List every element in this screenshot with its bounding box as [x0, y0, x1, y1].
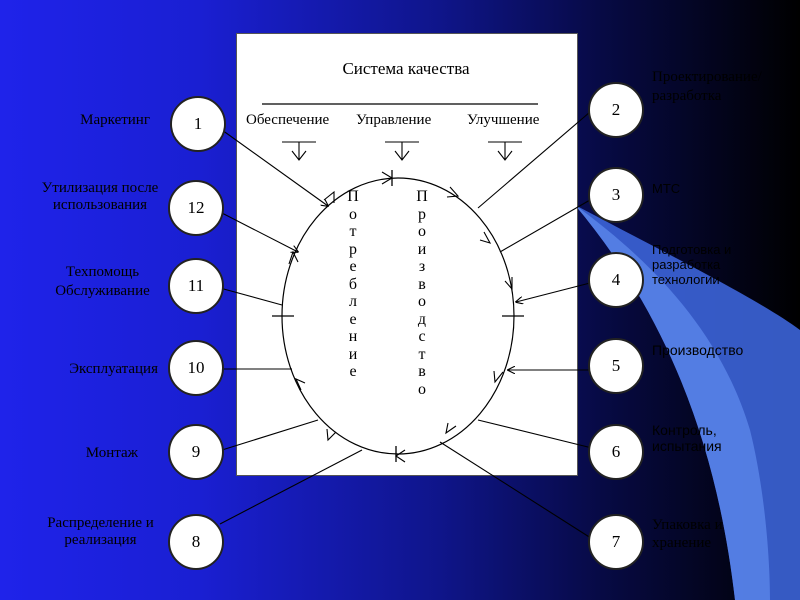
column-down-arrow	[385, 141, 419, 161]
connector-6	[477, 419, 593, 449]
column-down-arrow	[488, 141, 522, 161]
loop-arrowhead	[479, 231, 492, 244]
connector-4	[516, 282, 591, 302]
loop-arrowhead	[326, 428, 337, 442]
stage-label-12: Утилизация после использования	[41, 180, 159, 213]
stage-label-1: Маркетинг	[80, 112, 150, 128]
quality-loop-ellipse	[281, 177, 515, 455]
loop-arrowhead	[395, 449, 406, 463]
loop-arrowhead	[288, 250, 299, 265]
stage-circle-1: 1	[170, 96, 226, 152]
stage-label-6: Контроль, испытания	[652, 422, 722, 454]
column-label-assurance: Обеспечение	[246, 112, 330, 128]
loop-arrowhead	[446, 186, 460, 198]
connector-1	[221, 129, 328, 206]
stage-circle-3: 3	[588, 167, 644, 223]
column-label-management: Управление	[356, 112, 432, 128]
column-down-arrow	[282, 141, 316, 161]
stage-label-9: Монтаж	[85, 445, 138, 461]
stage-circle-5: 5	[588, 338, 644, 394]
loop-arrowhead	[504, 277, 513, 291]
stage-label-10: Эксплуатация	[69, 361, 158, 377]
column-label-improvement: Улучшение	[467, 112, 540, 128]
stage-circle-4: 4	[588, 252, 644, 308]
stage-label-11: Техпомощь Обслуживание	[55, 264, 150, 299]
stage-circle-8: 8	[168, 514, 224, 570]
loop-arrowhead	[323, 190, 335, 203]
connector-9	[221, 419, 319, 451]
diagram-title: Система качества	[342, 59, 470, 78]
stage-label-5: Производство	[652, 342, 744, 358]
stage-circle-6: 6	[588, 424, 644, 480]
stage-label-7: Упаковка и хранение	[652, 517, 723, 551]
stage-label-3: МТС	[652, 181, 681, 196]
light-blue-sweep-highlight	[575, 205, 770, 600]
stage-circle-2: 2	[588, 82, 644, 138]
quality-system-panel	[236, 33, 578, 476]
stage-circle-11: 11	[168, 258, 224, 314]
loop-arrowhead	[445, 422, 457, 435]
connector-3	[499, 199, 591, 253]
loop-arrowhead	[493, 370, 504, 384]
connector-2	[477, 111, 591, 209]
stage-label-4: Подготовка и разработка технологии	[652, 242, 732, 287]
connector-7	[439, 441, 595, 541]
stage-circle-10: 10	[168, 340, 224, 396]
loop-arrowhead	[294, 377, 306, 391]
stage-circle-7: 7	[588, 514, 644, 570]
stage-circle-12: 12	[168, 180, 224, 236]
stage-circle-9: 9	[168, 424, 224, 480]
connector-8	[219, 449, 363, 525]
connector-12	[219, 211, 298, 252]
loop-arrowhead	[381, 171, 394, 185]
connector-11	[219, 287, 283, 306]
stage-label-2: Проектирование/ разработка	[652, 69, 762, 104]
stage-label-8: Распределение и реализация	[47, 515, 154, 548]
